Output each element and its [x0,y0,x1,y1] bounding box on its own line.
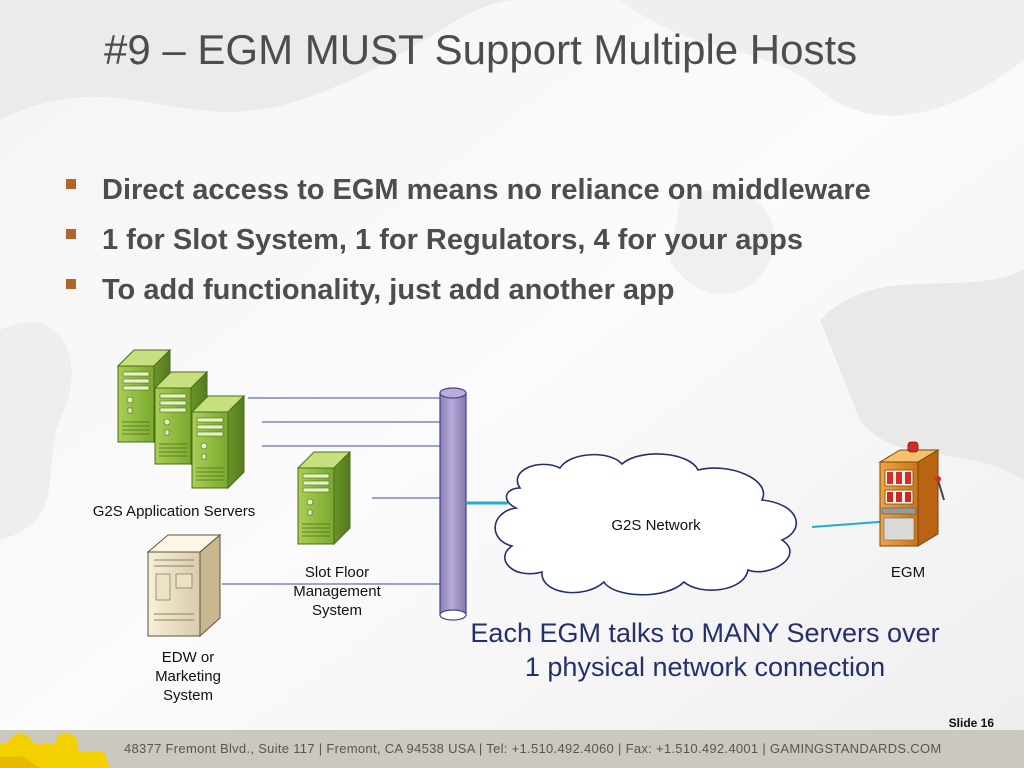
slot-floor-label: Slot Floor Management System [293,564,381,619]
network-label: G2S Network [611,517,701,534]
bullet-square-icon [66,279,76,289]
puzzle-piece-icon [0,733,110,768]
bullet-text: Direct access to EGM means no reliance o… [102,174,871,206]
bullet-text: To add functionality, just add another a… [102,274,675,306]
diagram-caption: Each EGM talks to MANY Servers over 1 ph… [470,618,940,682]
bullet-square-icon [66,229,76,239]
footer-bar [0,730,1024,768]
network-cloud [494,453,798,596]
network-bus-cylinder [439,387,467,621]
slide-number: Slide 16 [948,716,994,730]
bullet-square-icon [66,179,76,189]
bullet-item: 1 for Slot System, 1 for Regulators, 4 f… [66,220,966,260]
bullet-item: To add functionality, just add another a… [66,270,966,310]
app-server-icon [191,395,245,489]
egm-label: EGM [890,564,926,581]
slot-floor-server-icon [297,451,351,545]
bullet-list: Direct access to EGM means no reliance o… [66,170,966,320]
network-egm-link [811,520,893,528]
app-servers-label: G2S Application Servers [92,503,256,520]
bullet-item: Direct access to EGM means no reliance o… [66,170,966,210]
slide-title: #9 – EGM MUST Support Multiple Hosts [104,26,858,73]
server-connector-lines [222,397,444,585]
footer-address: 48377 Fremont Blvd., Suite 117 | Fremont… [124,741,942,756]
edw-server-icon [146,533,222,638]
edw-label: EDW or Marketing System [155,649,221,704]
egm-slot-machine-icon [878,441,945,547]
bullet-text: 1 for Slot System, 1 for Regulators, 4 f… [102,224,803,256]
